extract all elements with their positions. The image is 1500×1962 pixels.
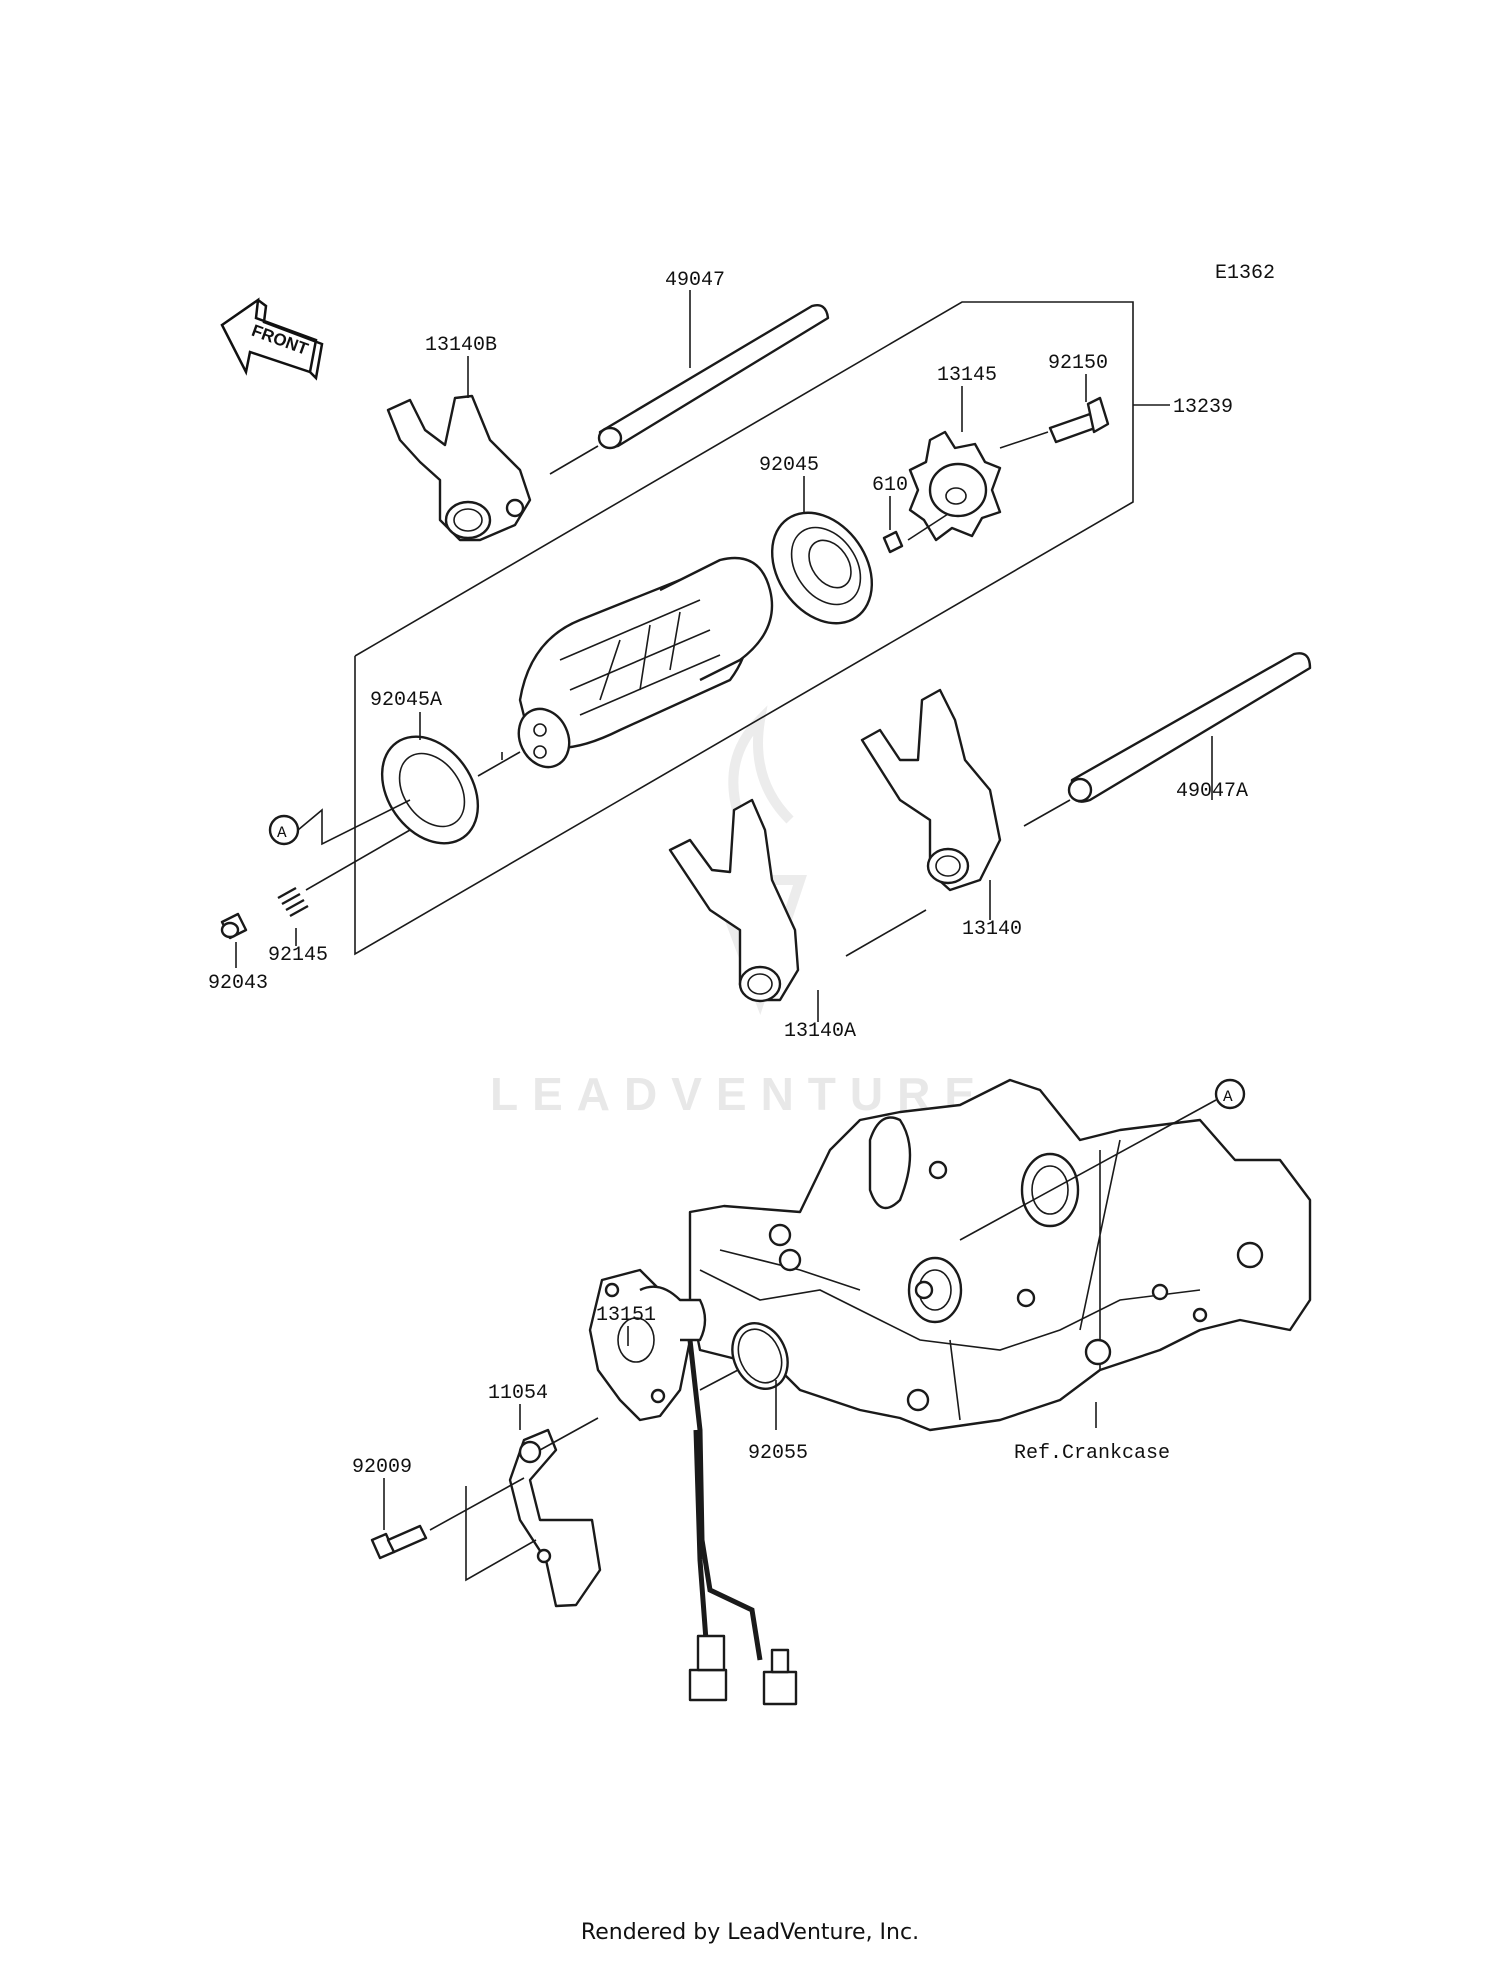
label-92045A: 92045A [370,689,442,712]
front-arrow-icon: FRONT [220,297,324,381]
label-49047: 49047 [665,269,725,292]
label-13239: 13239 [1173,396,1233,419]
leader-92045A-b [477,751,521,777]
label-92009: 92009 [352,1456,412,1479]
label-92045: 92045 [759,454,819,477]
leader-49047-b [549,445,599,475]
pin-610 [882,530,904,554]
callout-a-top-label: A [277,824,287,842]
callout-a-bottom-label: A [1223,1088,1233,1106]
bolt-92150 [1048,396,1110,444]
label-92043: 92043 [208,972,268,995]
callout-a-bottom: A [1214,1078,1246,1110]
shift-drum-cam-13145 [908,430,1002,542]
leader-49047A-b [1023,799,1071,827]
leader-92009-b [429,1477,525,1531]
label-13140B: 13140B [425,334,497,357]
label-92055: 92055 [748,1442,808,1465]
leader-callout-a-top [297,799,411,846]
label-610: 610 [872,474,908,497]
cover-plate-11054 [508,1428,602,1608]
label-13151: 13151 [596,1304,656,1327]
leader-92055-b [699,1369,739,1391]
bearing-92045A [380,735,480,845]
shift-fork-13140B [386,394,532,542]
leader-11054-b [539,1417,599,1451]
shift-drum [517,556,774,769]
label-92145: 92145 [268,944,328,967]
shift-rod-49047 [597,304,830,450]
label-13140: 13140 [962,918,1022,941]
callout-a-top: A [268,814,300,846]
label-92150: 92150 [1048,352,1108,375]
shift-fork-13140A [668,798,800,1003]
spring-92145 [277,886,309,918]
gear-position-sensor-13151 [588,1268,798,1706]
label-49047A: 49047A [1176,780,1248,803]
bearing-92045 [770,511,874,625]
label-13140A: 13140A [784,1020,856,1043]
watermark-text: LEADVENTURE [490,1068,989,1120]
o-ring-92055 [731,1322,789,1390]
leader-11054-c [465,1486,537,1582]
leader-13140-b [845,909,927,957]
bolt-92009 [370,1524,428,1560]
shift-rod-49047A [1067,652,1312,803]
crankcase-reference [688,1078,1312,1432]
pin-92043 [220,912,248,940]
label-11054: 11054 [488,1382,548,1405]
diagram-id: E1362 [1215,262,1275,285]
label-13145: 13145 [937,364,997,387]
leader-callout-a-bottom [959,1099,1217,1241]
footer-credit: Rendered by LeadVenture, Inc. [580,1920,920,1945]
leader-610-b [907,513,949,541]
shift-fork-13140 [860,688,1002,892]
watermark: LEADVENTURE [490,705,989,1120]
label-ref-crankcase: Ref.Crankcase [1014,1442,1170,1465]
leader-92145-b [305,829,411,891]
leader-92150-b [999,431,1049,449]
assembly-bracket-13239 [354,301,1134,956]
